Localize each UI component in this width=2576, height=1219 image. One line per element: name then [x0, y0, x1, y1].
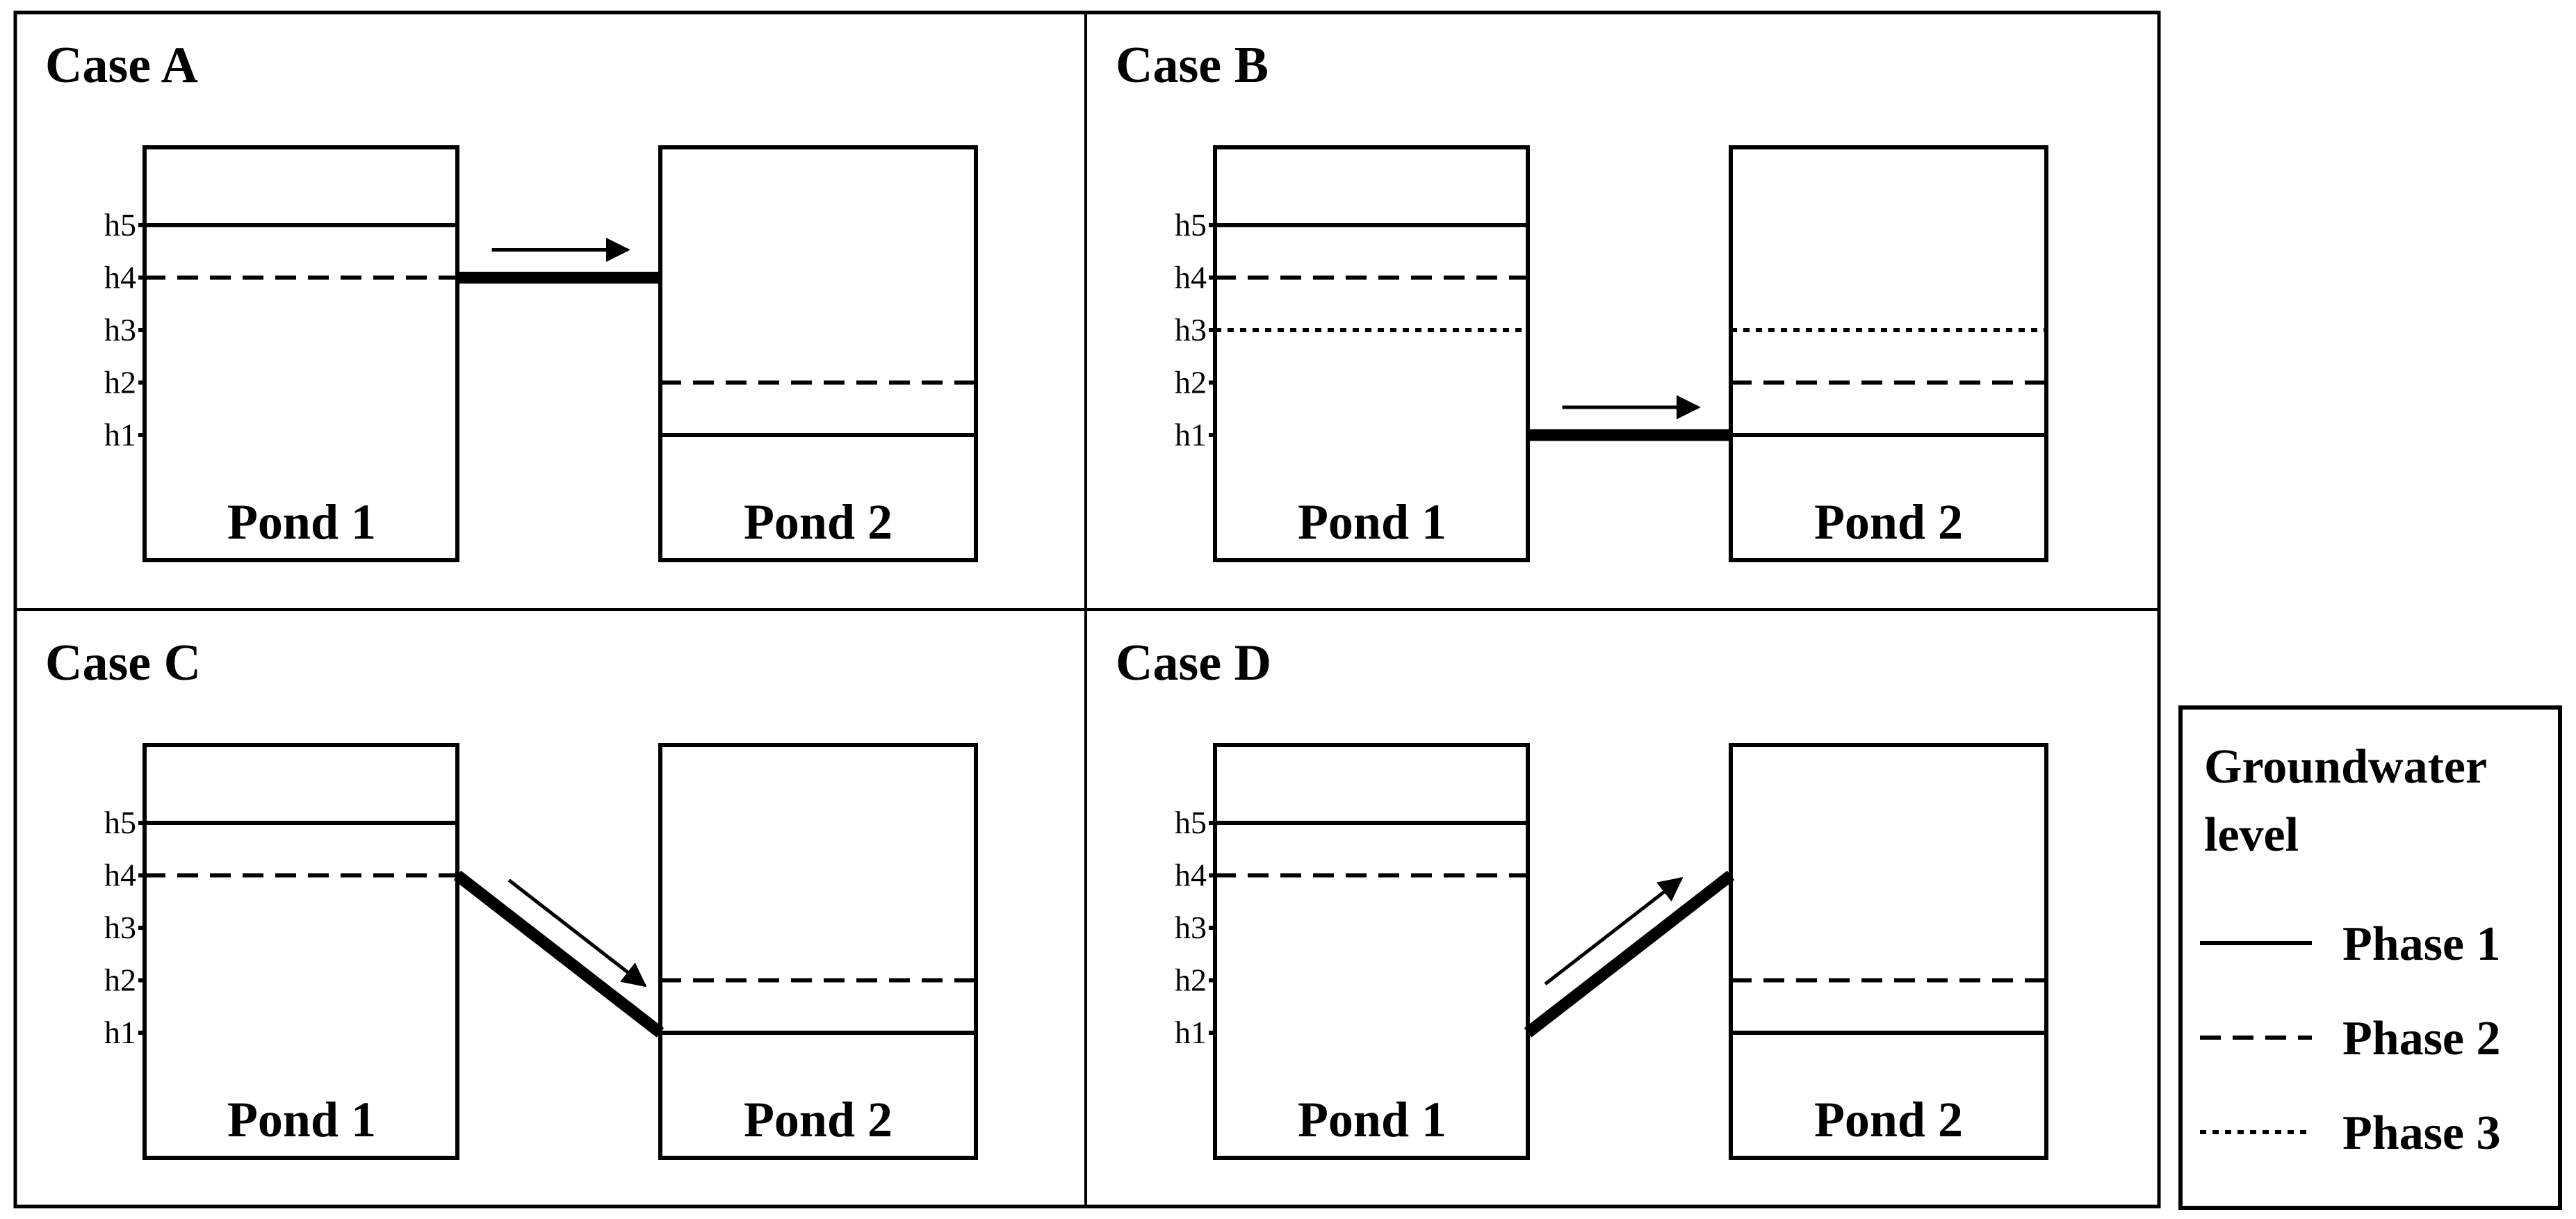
level-label-h2: h2	[1175, 365, 1207, 400]
level-label-h5: h5	[104, 805, 136, 840]
case-panel-a: Case A Pond 1 Pond 2 h1 h2 h3 h4 h5	[45, 37, 978, 562]
pond-1-box	[142, 145, 459, 562]
level-label-h1: h1	[1175, 417, 1207, 452]
pond-2-label: Pond 2	[1814, 1092, 1963, 1147]
pond-2-box	[1729, 743, 2048, 1160]
pond-1-box	[1213, 743, 1530, 1160]
level-label-h5: h5	[1175, 805, 1207, 840]
pond-1-label: Pond 1	[1298, 494, 1446, 550]
pond-2-box	[1729, 145, 2048, 562]
level-label-h3: h3	[1175, 910, 1207, 945]
pond-1-box	[1213, 145, 1530, 562]
legend-title-line-2: level	[2204, 808, 2299, 862]
pond-2-label: Pond 2	[744, 1092, 892, 1147]
legend-label: Phase 3	[2342, 1106, 2501, 1160]
legend-title-line-1: Groundwater	[2204, 740, 2487, 794]
level-label-h2: h2	[104, 365, 136, 400]
level-label-h1: h1	[104, 1015, 136, 1050]
level-label-h4: h4	[104, 260, 136, 295]
pond-1-label: Pond 1	[1298, 1092, 1446, 1147]
pond-2-label: Pond 2	[1814, 494, 1963, 550]
case-panel-b: Case B Pond 1 Pond 2 h1 h2 h3 h4 h5	[1116, 37, 2048, 562]
level-label-h4: h4	[104, 858, 136, 893]
legend-items: Phase 1 Phase 2 Phase 3	[2200, 917, 2501, 1160]
groundwater-connector	[1524, 870, 1735, 1038]
level-label-h5: h5	[104, 207, 136, 243]
level-label-h1: h1	[104, 417, 136, 452]
level-label-h2: h2	[1175, 963, 1207, 998]
pond-2-label: Pond 2	[744, 494, 892, 550]
legend-box	[2178, 705, 2562, 1210]
case-panel-c: Case C Pond 1 Pond 2 h1 h2 h3 h4 h5	[45, 635, 978, 1160]
level-label-h3: h3	[104, 312, 136, 347]
level-label-h1: h1	[1175, 1015, 1207, 1050]
level-label-h3: h3	[1175, 312, 1207, 347]
case-title: Case A	[45, 37, 198, 94]
flow-arrow	[1544, 876, 1684, 985]
pond-2-box	[658, 743, 978, 1160]
level-label-h4: h4	[1175, 858, 1207, 893]
pond-1-label: Pond 1	[227, 494, 376, 550]
flow-arrow	[507, 878, 647, 988]
case-title: Case B	[1116, 37, 1269, 94]
legend-label: Phase 1	[2342, 917, 2501, 971]
level-label-h3: h3	[104, 910, 136, 945]
case-panel-d: Case D Pond 1 Pond 2 h1 h2 h3 h4 h5	[1116, 635, 2048, 1160]
level-label-h2: h2	[104, 963, 136, 998]
groundwater-connector	[453, 870, 665, 1038]
legend-label: Phase 2	[2342, 1012, 2501, 1065]
legend: Groundwater level Phase 1 Phase 2 Phase 3	[2178, 705, 2562, 1210]
level-label-h5: h5	[1175, 207, 1207, 243]
level-label-h4: h4	[1175, 260, 1207, 295]
case-title: Case D	[1116, 635, 1271, 692]
pond-2-box	[658, 145, 978, 562]
pond-1-label: Pond 1	[227, 1092, 376, 1147]
pond-1-box	[142, 743, 459, 1160]
case-title: Case C	[45, 635, 201, 692]
